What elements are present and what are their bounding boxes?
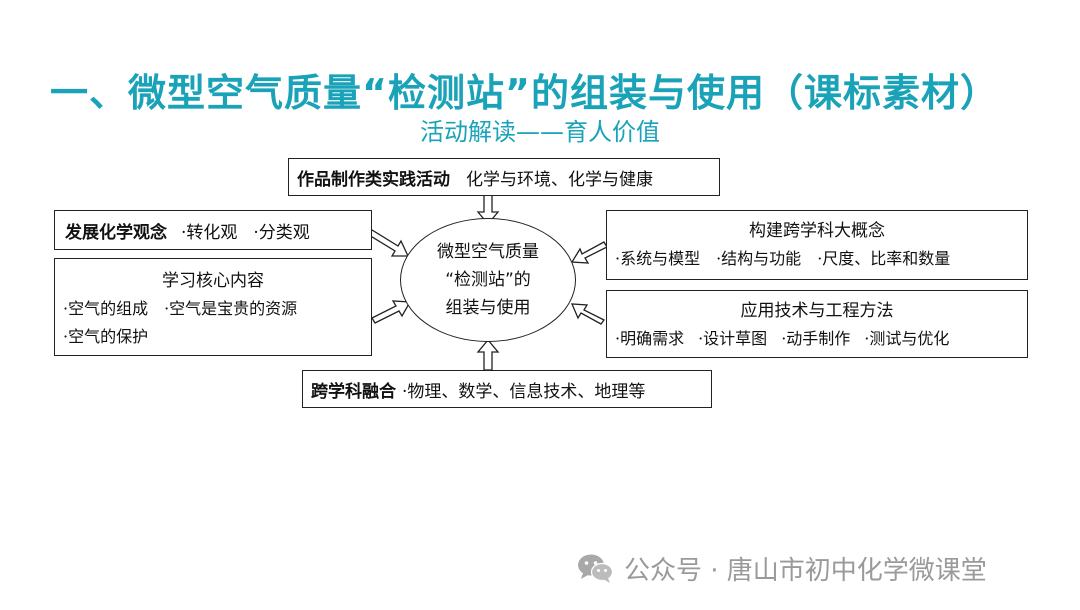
subtitle: 活动解读——育人价值 — [412, 118, 668, 146]
watermark-text: 公众号 · 唐山市初中化学微课堂 — [624, 555, 987, 586]
big-concept-item: ·尺度、比率和数量 — [817, 249, 951, 268]
chemistry-concept-item: ·转化观 — [181, 222, 238, 243]
arrow-left-1 — [368, 229, 410, 257]
activity-type-content: 化学与环境、化学与健康 — [466, 169, 653, 190]
activity-type-box: 作品制作类实践活动 化学与环境、化学与健康 — [288, 158, 720, 196]
interdisciplinary-label: 跨学科融合 — [311, 381, 396, 402]
arrow-bottom — [476, 338, 500, 371]
core-content-line: ·空气的保护 — [63, 327, 149, 346]
chemistry-concept-box: 发展化学观念 ·转化观 ·分类观 — [54, 210, 372, 250]
big-concept-heading: 构建跨学科大概念 — [749, 221, 885, 241]
big-concept-item: ·系统与模型 — [615, 249, 701, 268]
engineering-method-item: ·测试与优化 — [864, 329, 950, 348]
center-topic-line: “检测站”的 — [445, 270, 531, 290]
engineering-method-box: 应用技术与工程方法 ·明确需求 ·设计草图 ·动手制作 ·测试与优化 — [606, 290, 1028, 358]
core-content-line: ·空气的组成 ·空气是宝贵的资源 — [63, 299, 298, 318]
center-topic-line: 组装与使用 — [445, 298, 531, 318]
watermark: 公众号 · 唐山市初中化学微课堂 — [576, 548, 987, 588]
center-topic-line: 微型空气质量 — [437, 242, 539, 262]
big-concept-item: ·结构与功能 — [716, 249, 802, 268]
engineering-method-item: ·设计草图 — [698, 329, 768, 348]
engineering-method-item: ·动手制作 — [781, 329, 851, 348]
arrow-right-1 — [570, 241, 608, 264]
decorative-dashed-lines — [50, 131, 1030, 135]
interdisciplinary-content: ·物理、数学、信息技术、地理等 — [402, 381, 646, 402]
core-content-heading: 学习核心内容 — [162, 271, 264, 291]
activity-type-label: 作品制作类实践活动 — [297, 169, 450, 190]
engineering-method-heading: 应用技术与工程方法 — [740, 301, 894, 321]
chemistry-concept-label: 发展化学观念 — [65, 222, 167, 243]
page-title: 一、微型空气质量“检测站”的组装与使用（课标素材） — [50, 71, 999, 115]
core-content-box: 学习核心内容 ·空气的组成 ·空气是宝贵的资源 ·空气的保护 — [54, 258, 372, 356]
center-topic-ellipse: 微型空气质量 “检测站”的 组装与使用 — [400, 218, 576, 342]
subtitle-row: 活动解读——育人价值 — [50, 116, 1030, 148]
wechat-icon — [578, 554, 614, 583]
interdisciplinary-box: 跨学科融合 ·物理、数学、信息技术、地理等 — [302, 370, 712, 408]
arrow-left-2 — [371, 300, 412, 324]
big-concept-box: 构建跨学科大概念 ·系统与模型 ·结构与功能 ·尺度、比率和数量 — [606, 210, 1028, 280]
chemistry-concept-item: ·分类观 — [253, 222, 310, 243]
arrow-right-2 — [570, 303, 605, 325]
engineering-method-item: ·明确需求 — [615, 329, 685, 348]
